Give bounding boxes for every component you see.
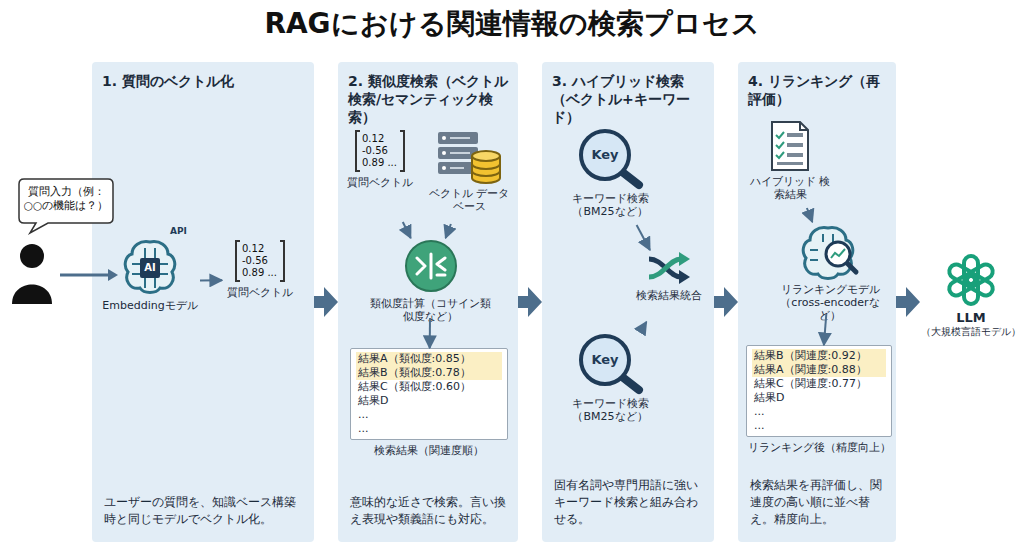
icon-graphic — [647, 250, 691, 286]
node-label: ハイブリッド 検索結果 — [748, 175, 832, 201]
query-vector: 0.12 -0.56 0.89 ... 質問ベクトル — [345, 130, 415, 222]
reranked-list: 結果B（関連度:0.92）結果A（関連度:0.88）結果C（関連度:0.77）結… — [746, 345, 892, 467]
result-row: ... — [356, 422, 502, 436]
result-merge: 検索結果統合 — [626, 250, 712, 322]
result-box: 結果B（関連度:0.92）結果A（関連度:0.88）結果C（関連度:0.77）結… — [746, 345, 892, 437]
node-label: キーワード検索（BM25など） — [555, 397, 665, 423]
step-arrow — [314, 287, 338, 317]
icon-graphic — [800, 222, 860, 280]
icon-graphic: Key — [575, 125, 645, 189]
vector-caption: 質問ベクトル — [227, 286, 293, 299]
result-box: 結果A（類似度:0.85）結果B（類似度:0.78）結果C（類似度:0.60）結… — [350, 348, 508, 440]
bracket-left — [355, 130, 360, 172]
result-row: 結果D — [752, 391, 886, 405]
icon-svg — [943, 252, 999, 308]
icon-graphic — [943, 252, 999, 308]
icon-svg — [768, 120, 812, 172]
node-label: （大規模言語モデル） — [921, 326, 1021, 338]
diagram-title: RAGにおける関連情報の検索プロセス — [0, 6, 1024, 42]
node-label: キーワード検索（BM25など） — [555, 192, 665, 218]
result-row: 結果C（関連度:0.77） — [752, 377, 886, 391]
result-row: 結果B（関連度:0.92） — [752, 349, 886, 363]
result-row: 結果C（類似度:0.60） — [356, 380, 502, 394]
step-description: 意味的な近さで検索。言い換え表現や類義語にも対応。 — [350, 494, 508, 528]
result-row: ... — [356, 408, 502, 422]
step-description: 固有名詞や専門用語に強いキーワード検索と組み合わせる。 — [554, 477, 704, 528]
result-row: 結果A（関連度:0.88） — [752, 363, 886, 377]
user-figure — [8, 240, 120, 310]
vector-database: ベクトル データベース — [425, 128, 513, 224]
icon-label: API — [170, 226, 196, 237]
step-arrow — [714, 287, 738, 317]
step-description: 検索結果を再評価し、関連度の高い順に並べ替え。精度向上。 — [750, 477, 886, 528]
node-label: リランキングモデル（cross-encoderなど） — [770, 283, 890, 322]
bracket-right — [280, 240, 285, 282]
vector-bracket: 0.12 -0.56 0.89 ... — [355, 130, 405, 172]
node-label: LLM — [956, 310, 986, 326]
similarity-calc: 類似度計算（コサイン類似度など） — [368, 238, 493, 318]
bracket-left — [235, 240, 240, 282]
icon-graphic — [434, 128, 504, 184]
step-heading: 1. 質問のベクトル化 — [102, 72, 306, 90]
step-heading: 3. ハイブリッド検索（ベクトル+キーワード） — [552, 72, 706, 126]
step-description: ユーザーの質問を、知識ベース構築時と同じモデルでベクトル化。 — [104, 494, 304, 528]
step-heading: 4. リランキング（再評価） — [748, 72, 888, 108]
key-label: Key — [585, 351, 625, 369]
speech-bubble: 質問入力（例：○○の機能は？） — [18, 178, 114, 228]
icon-label: AI — [140, 261, 160, 275]
node-label: 検索結果統合 — [636, 289, 702, 302]
key-label: Key — [585, 146, 625, 164]
vector-bracket: 0.12 -0.56 0.89 ... — [235, 240, 285, 282]
node-label: Embeddingモデル — [102, 299, 197, 312]
node-label: 類似度計算（コサイン類似度など） — [368, 297, 493, 323]
step-heading: 2. 類似度検索（ベクトル検索/セマンティック検索） — [348, 72, 510, 126]
step-panel: 4. リランキング（再評価） 検索結果を再評価し、関連度の高い順に並べ替え。精度向… — [738, 62, 896, 542]
llm: LLM（大規模言語モデル） — [920, 252, 1022, 352]
step-arrow — [518, 287, 542, 317]
embedding-model: Embeddingモデル — [100, 236, 200, 326]
icon-svg — [647, 250, 691, 286]
step-panel: 2. 類似度検索（ベクトル検索/セマンティック検索） 意味的な近さで検索。言い換え… — [338, 62, 518, 542]
reranking-model: リランキングモデル（cross-encoderなど） — [770, 222, 890, 314]
query-vector: 0.12 -0.56 0.89 ... 質問ベクトル — [222, 240, 298, 320]
result-row: 結果D — [356, 394, 502, 408]
icon-graphic — [768, 120, 812, 172]
result-caption: リランキング後（精度向上） — [746, 441, 892, 454]
icon-svg — [800, 222, 860, 280]
question-text: 質問入力（例：○○の機能は？） — [23, 184, 109, 212]
hybrid-results: ハイブリッド 検索結果 — [748, 120, 832, 208]
icon-svg — [434, 128, 504, 184]
result-list: 結果A（類似度:0.85）結果B（類似度:0.78）結果C（類似度:0.60）結… — [350, 348, 508, 470]
icon-svg — [403, 238, 459, 294]
vector-values: 0.12 -0.56 0.89 ... — [362, 133, 398, 169]
vector-values: 0.12 -0.56 0.89 ... — [242, 243, 278, 279]
result-row: ... — [752, 419, 886, 433]
icon-graphic: Key — [575, 330, 645, 394]
vector-caption: 質問ベクトル — [347, 176, 413, 189]
step-panel: 1. 質問のベクトル化ユーザーの質問を、知識ベース構築時と同じモデルでベクトル化… — [92, 62, 314, 542]
step-panel: 3. ハイブリッド検索（ベクトル+キーワード） 固有名詞や専門用語に強いキーワード… — [542, 62, 714, 542]
icon-graphic — [403, 238, 459, 294]
keyword-search: Key キーワード検索（BM25など） — [555, 125, 665, 225]
result-row: 結果B（類似度:0.78） — [356, 366, 502, 380]
result-row: 結果A（類似度:0.85） — [356, 352, 502, 366]
bracket-right — [400, 130, 405, 172]
node-label: ベクトル データベース — [425, 187, 513, 213]
keyword-search: Key キーワード検索（BM25など） — [555, 330, 665, 430]
step-arrow — [896, 287, 920, 317]
result-caption: 検索結果（関連度順） — [350, 444, 508, 457]
result-row: ... — [752, 405, 886, 419]
